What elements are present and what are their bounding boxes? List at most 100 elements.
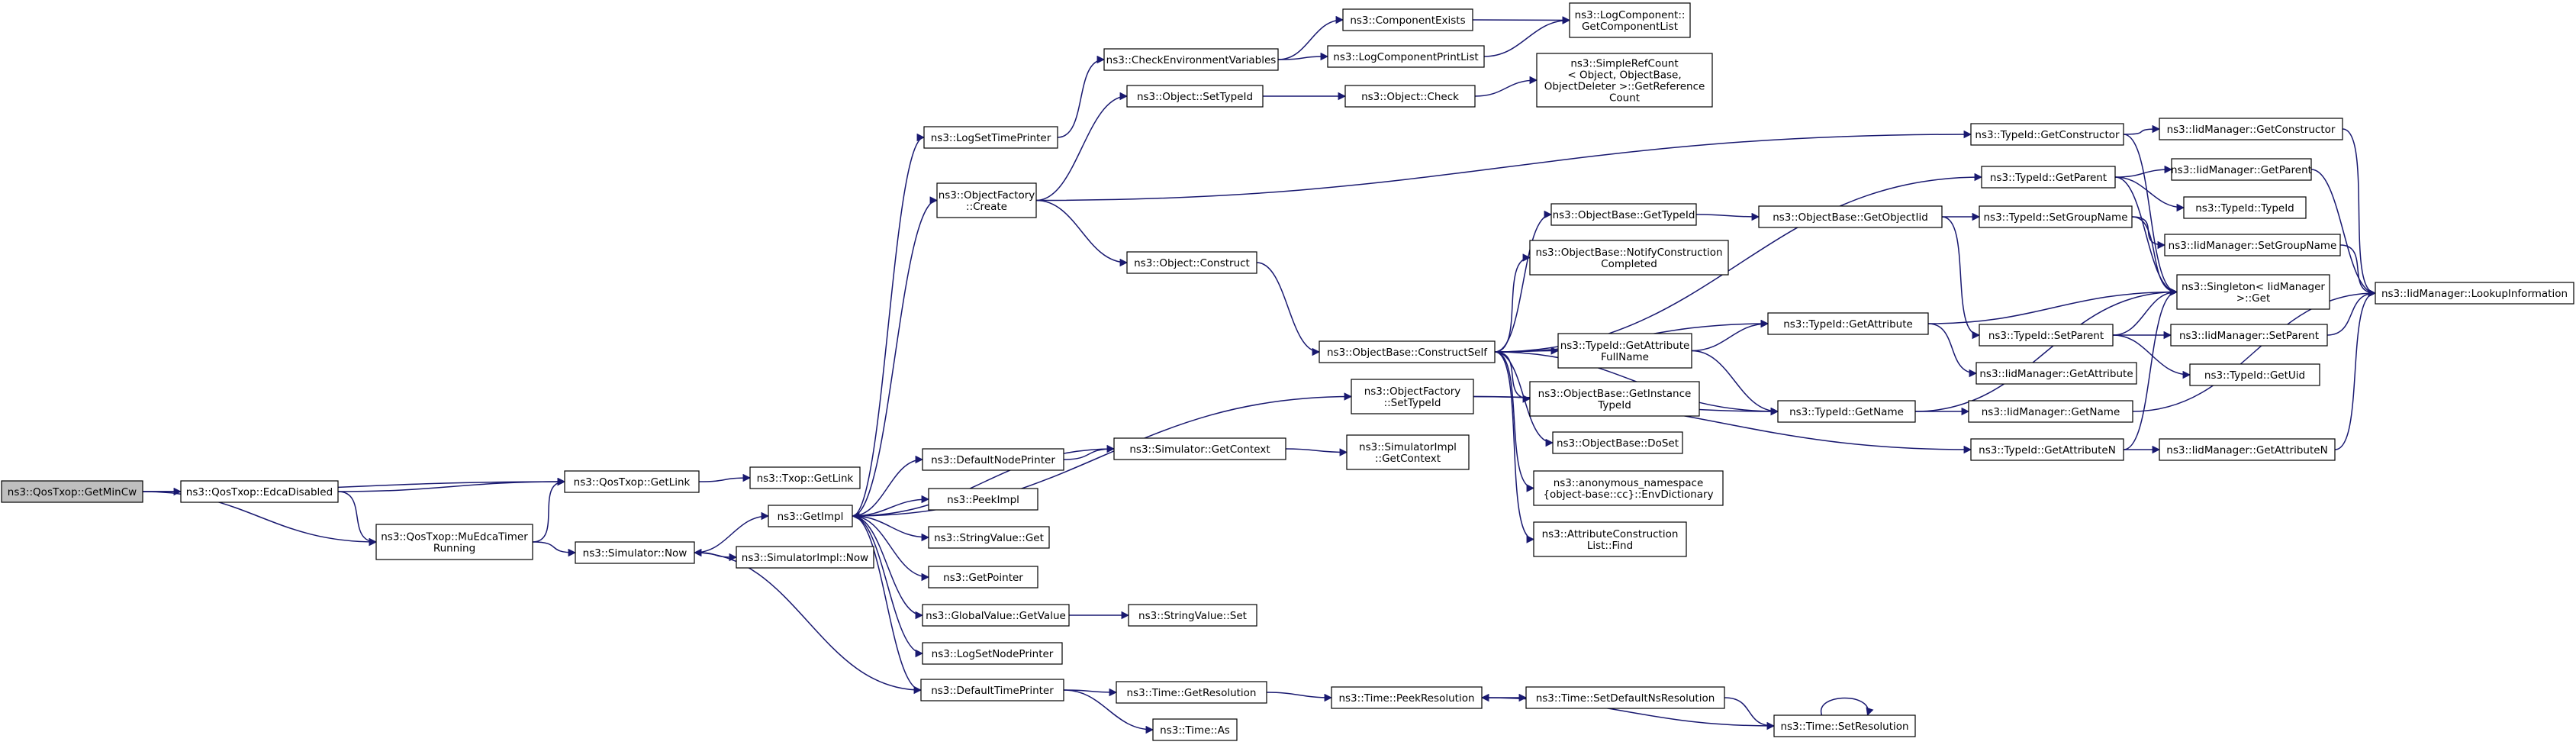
- node-obdo-set[interactable]: ns3::ObjectBase::DoSet: [1552, 431, 1683, 454]
- node-box[interactable]: [1331, 686, 1483, 709]
- node-box[interactable]: [1529, 240, 1729, 276]
- node-box[interactable]: [1, 480, 143, 503]
- node-box[interactable]: [2375, 282, 2574, 305]
- node-box[interactable]: [936, 182, 1037, 218]
- node-get-min-cw[interactable]: ns3::QosTxop::GetMinCw: [1, 480, 143, 503]
- node-box[interactable]: [920, 679, 1064, 701]
- node-box[interactable]: [2159, 118, 2343, 140]
- node-box[interactable]: [928, 526, 1050, 549]
- node-ofcreate[interactable]: ns3::ObjectFactory::Create: [936, 182, 1037, 218]
- node-tiset-parent[interactable]: ns3::TypeId::SetParent: [1979, 324, 2114, 347]
- node-box[interactable]: [1529, 381, 1700, 417]
- node-default-time-printer[interactable]: ns3::DefaultTimePrinter: [920, 679, 1064, 701]
- node-box[interactable]: [1550, 203, 1697, 226]
- node-box[interactable]: [1979, 205, 2133, 228]
- node-box[interactable]: [1569, 2, 1691, 38]
- node-tiget-parent[interactable]: ns3::TypeId::GetParent: [1981, 166, 2116, 189]
- node-qos-get-link[interactable]: ns3::QosTxop::GetLink: [564, 470, 700, 493]
- node-box[interactable]: [1758, 205, 1943, 228]
- node-box[interactable]: [1557, 333, 1692, 369]
- node-peek-impl[interactable]: ns3::PeekImpl: [928, 488, 1038, 511]
- node-box[interactable]: [1552, 431, 1683, 454]
- node-box[interactable]: [922, 642, 1063, 665]
- node-titype-id[interactable]: ns3::TypeId::TypeId: [2183, 196, 2307, 219]
- node-imset-parent[interactable]: ns3::IidManager::SetParent: [2170, 324, 2328, 347]
- node-box[interactable]: [2189, 363, 2320, 386]
- node-box[interactable]: [1979, 324, 2114, 347]
- node-box[interactable]: [1767, 312, 1929, 335]
- node-tiget-constructor[interactable]: ns3::TypeId::GetConstructor: [1970, 123, 2124, 146]
- node-box[interactable]: [1970, 123, 2124, 146]
- node-box[interactable]: [1981, 166, 2116, 189]
- node-get-impl[interactable]: ns3::GetImpl: [768, 505, 853, 527]
- node-edca-disabled[interactable]: ns3::QosTxop::EdcaDisabled: [180, 480, 339, 503]
- node-box[interactable]: [1536, 53, 1713, 108]
- node-imget-attribute-n[interactable]: ns3::IidManager::GetAttributeN: [2159, 438, 2336, 461]
- node-box[interactable]: [1344, 85, 1476, 108]
- node-box[interactable]: [1126, 85, 1264, 108]
- node-box[interactable]: [180, 480, 339, 503]
- node-time-get-resolution[interactable]: ns3::Time::GetResolution: [1116, 681, 1267, 704]
- node-box[interactable]: [1525, 686, 1725, 709]
- node-string-value-set[interactable]: ns3::StringValue::Set: [1128, 604, 1257, 627]
- node-get-pointer[interactable]: ns3::GetPointer: [928, 566, 1038, 589]
- node-time-set-resolution[interactable]: ns3::Time::SetResolution: [1773, 714, 1916, 737]
- node-imget-constructor[interactable]: ns3::IidManager::GetConstructor: [2159, 118, 2343, 140]
- node-ofset-type-id[interactable]: ns3::ObjectFactory::SetTypeId: [1351, 379, 1474, 414]
- node-log-set-node-printer[interactable]: ns3::LogSetNodePrinter: [922, 642, 1063, 665]
- node-time-peek-resolution[interactable]: ns3::Time::PeekResolution: [1331, 686, 1483, 709]
- node-box[interactable]: [922, 604, 1070, 627]
- node-check-env[interactable]: ns3::CheckEnvironmentVariables: [1103, 48, 1279, 71]
- node-tiset-group-name[interactable]: ns3::TypeId::SetGroupName: [1979, 205, 2133, 228]
- node-singleton-get[interactable]: ns3::Singleton< IidManager>::Get: [2176, 274, 2330, 310]
- node-box[interactable]: [2176, 274, 2330, 310]
- node-sim-get-context[interactable]: ns3::Simulator::GetContext: [1113, 437, 1286, 460]
- node-box[interactable]: [928, 488, 1038, 511]
- node-obj-set-type-id[interactable]: ns3::Object::SetTypeId: [1126, 85, 1264, 108]
- node-sim-impl-now[interactable]: ns3::SimulatorImpl::Now: [736, 546, 874, 569]
- node-tiget-attribute-n[interactable]: ns3::TypeId::GetAttributeN: [1970, 438, 2124, 461]
- node-box[interactable]: [1773, 714, 1916, 737]
- node-imlookup-information[interactable]: ns3::IidManager::LookupInformation: [2375, 282, 2574, 305]
- node-box[interactable]: [768, 505, 853, 527]
- node-box[interactable]: [1327, 45, 1485, 68]
- node-box[interactable]: [1346, 434, 1470, 470]
- node-tiget-uid[interactable]: ns3::TypeId::GetUid: [2189, 363, 2320, 386]
- node-box[interactable]: [1126, 251, 1257, 274]
- node-box[interactable]: [736, 546, 874, 569]
- node-construct-self[interactable]: ns3::ObjectBase::ConstructSelf: [1319, 340, 1496, 363]
- node-obj-construct[interactable]: ns3::Object::Construct: [1126, 251, 1257, 274]
- node-box[interactable]: [1777, 400, 1916, 423]
- node-box[interactable]: [922, 448, 1064, 471]
- node-anon-env-dict[interactable]: ns3::anonymous_namespace{object-base::cc…: [1533, 470, 1724, 506]
- node-box[interactable]: [1533, 521, 1687, 557]
- node-obj-check[interactable]: ns3::Object::Check: [1344, 85, 1476, 108]
- node-time-as[interactable]: ns3::Time::As: [1152, 718, 1238, 741]
- node-box[interactable]: [2170, 324, 2328, 347]
- node-obget-type-id[interactable]: ns3::ObjectBase::GetTypeId: [1550, 203, 1697, 226]
- node-box[interactable]: [564, 470, 700, 493]
- node-txop-get-link[interactable]: ns3::Txop::GetLink: [749, 466, 861, 489]
- node-sim-now[interactable]: ns3::Simulator::Now: [575, 541, 695, 564]
- node-box[interactable]: [1968, 400, 2133, 423]
- node-time-set-default-ns-res[interactable]: ns3::Time::SetDefaultNsResolution: [1525, 686, 1725, 709]
- node-component-exists[interactable]: ns3::ComponentExists: [1342, 8, 1473, 31]
- node-imget-parent[interactable]: ns3::IidManager::GetParent: [2171, 158, 2312, 181]
- node-lcget-component-list[interactable]: ns3::LogComponent::GetComponentList: [1569, 2, 1691, 38]
- node-obnotify[interactable]: ns3::ObjectBase::NotifyConstructionCompl…: [1529, 240, 1729, 276]
- node-box[interactable]: [1533, 470, 1724, 506]
- node-default-node-printer[interactable]: ns3::DefaultNodePrinter: [922, 448, 1064, 471]
- node-box[interactable]: [575, 541, 695, 564]
- node-imget-name[interactable]: ns3::IidManager::GetName: [1968, 400, 2133, 423]
- node-box[interactable]: [923, 126, 1058, 149]
- node-box[interactable]: [1103, 48, 1279, 71]
- node-imset-group-name[interactable]: ns3::IidManager::SetGroupName: [2164, 234, 2341, 256]
- node-sim-impl-get-context[interactable]: ns3::SimulatorImpl::GetContext: [1346, 434, 1470, 470]
- node-gvget-value[interactable]: ns3::GlobalValue::GetValue: [922, 604, 1070, 627]
- node-box[interactable]: [1319, 340, 1496, 363]
- node-box[interactable]: [1152, 718, 1238, 741]
- node-box[interactable]: [1351, 379, 1474, 414]
